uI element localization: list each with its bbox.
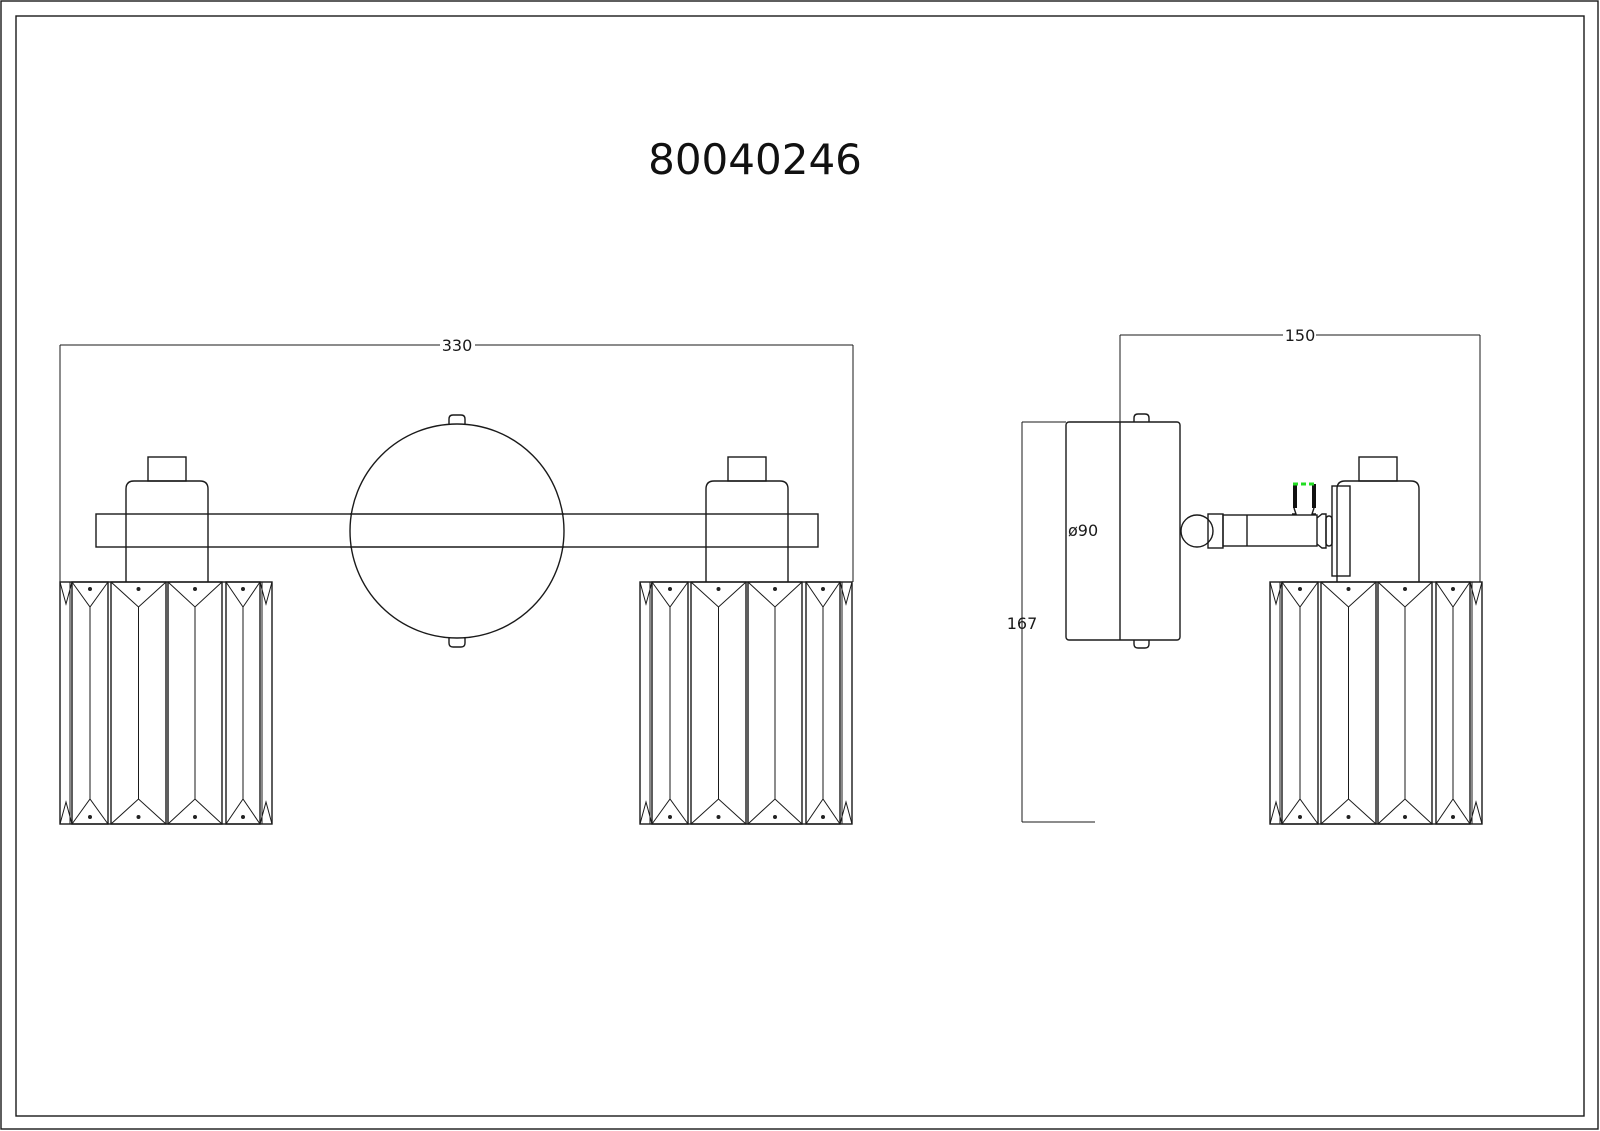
canopy-screw-bottom xyxy=(448,638,466,648)
facet-corner xyxy=(839,581,853,825)
panel-rivet xyxy=(1346,587,1351,591)
crystal-panel xyxy=(690,581,747,825)
crystal-shade xyxy=(1269,581,1483,825)
crystal-shade xyxy=(639,581,853,825)
lamp-socket xyxy=(1336,456,1420,582)
crystal-panel xyxy=(225,581,261,825)
swivel-arm xyxy=(1180,482,1351,577)
socket-cup xyxy=(125,480,209,582)
panel-rivet xyxy=(821,587,825,591)
crystal-shades xyxy=(59,581,1483,825)
panel-rivet xyxy=(88,587,92,591)
canopy-screw-top xyxy=(448,414,466,424)
model-number: 80040246 xyxy=(648,135,862,184)
crystal-panel xyxy=(651,581,689,825)
panel-rivet xyxy=(716,815,721,819)
facet-corner xyxy=(259,581,273,825)
lamp-socket xyxy=(125,456,209,582)
panel-rivet xyxy=(136,815,141,819)
panel-rivet xyxy=(668,587,672,591)
panel-rivet xyxy=(773,815,777,819)
canopy-side xyxy=(1065,421,1181,641)
canopy-diameter-label: ø90 xyxy=(1068,521,1098,540)
crystal-panel xyxy=(747,581,803,825)
facet-corner xyxy=(59,581,73,825)
canopy-plate xyxy=(349,423,565,639)
lamp-socket xyxy=(705,456,789,582)
socket-cup xyxy=(705,480,789,582)
panel-rivet xyxy=(668,815,672,819)
socket-cap xyxy=(147,456,187,482)
panel-rivet xyxy=(1451,815,1455,819)
panel-rivet xyxy=(1298,587,1302,591)
panel-rivet xyxy=(1346,815,1351,819)
crystal-panel xyxy=(1281,581,1319,825)
panel-rivet xyxy=(1451,587,1455,591)
socket-cap xyxy=(1358,456,1398,482)
facet-corner xyxy=(639,581,653,825)
crystal-panel xyxy=(1320,581,1377,825)
panel-rivet xyxy=(88,815,92,819)
lamp-sockets xyxy=(125,456,1420,582)
panel-rivet xyxy=(193,587,197,591)
front-view: 330 xyxy=(59,336,854,648)
height-dimension: 167 xyxy=(1007,421,1095,823)
crystal-panel xyxy=(110,581,167,825)
facet-corner xyxy=(1269,581,1283,825)
width-dimension-label: 330 xyxy=(442,336,473,355)
crystal-panel xyxy=(1435,581,1471,825)
panel-rivet xyxy=(1298,815,1302,819)
crystal-panel xyxy=(167,581,223,825)
panel-rivet xyxy=(241,587,245,591)
facet-corner xyxy=(1469,581,1483,825)
panel-rivet xyxy=(821,815,825,819)
panel-rivet xyxy=(1403,587,1407,591)
panel-rivet xyxy=(716,587,721,591)
panel-rivet xyxy=(136,587,141,591)
height-dimension-label: 167 xyxy=(1007,614,1038,633)
width-dimension: 330 xyxy=(59,336,854,582)
panel-rivet xyxy=(773,587,777,591)
crystal-panel xyxy=(71,581,109,825)
crystal-shade xyxy=(59,581,273,825)
panel-rivet xyxy=(241,815,245,819)
crystal-panel xyxy=(805,581,841,825)
panel-rivet xyxy=(193,815,197,819)
panel-rivet xyxy=(1403,815,1407,819)
side-view: 150 167 ø90 xyxy=(1007,326,1481,823)
depth-dimension: 150 xyxy=(1119,326,1481,582)
inner-frame xyxy=(15,15,1585,1117)
depth-dimension-label: 150 xyxy=(1285,326,1316,345)
crystal-panel xyxy=(1377,581,1433,825)
socket-cap xyxy=(727,456,767,482)
